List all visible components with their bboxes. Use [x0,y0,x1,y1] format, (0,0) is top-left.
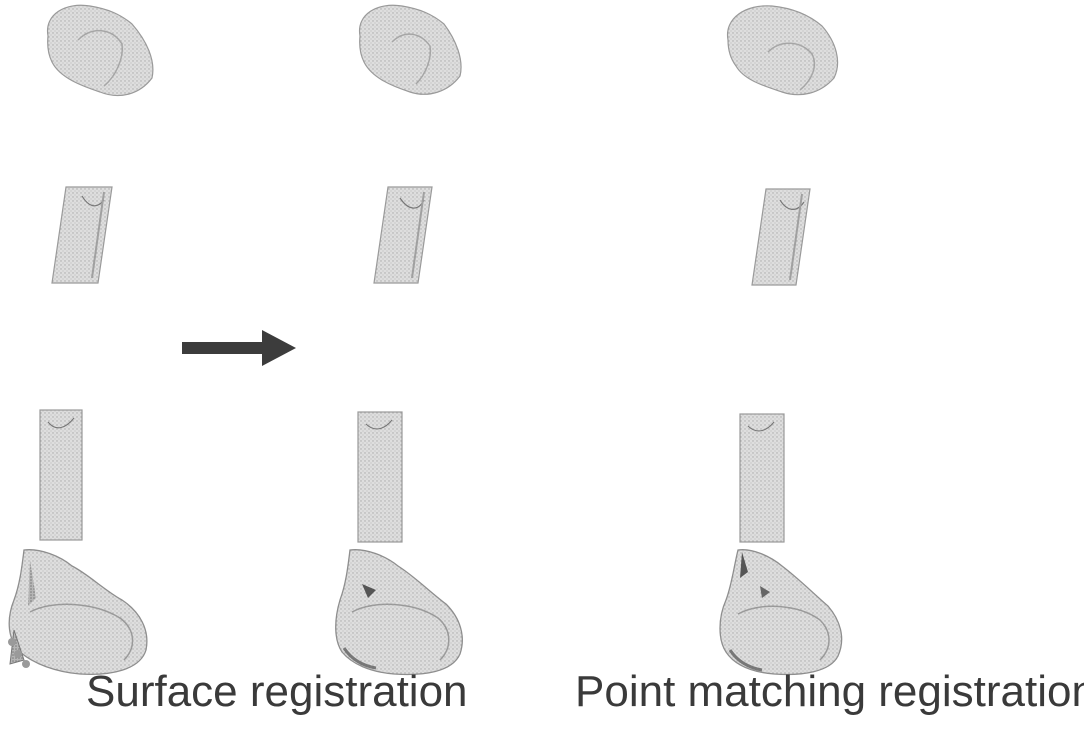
distal-condyle-fragment [336,550,463,675]
bone-model-point-matching-registration [720,6,842,675]
bone-model-surface-registration [336,5,463,674]
distal-condyle-fragment [720,550,842,675]
proximal-shaft-fragment [752,189,810,285]
point-matching-registration-caption: Point matching registration [575,670,1084,714]
distal-condyle-fragment [8,550,147,675]
femoral-head-fragment [360,5,462,94]
transform-arrow [182,330,296,366]
proximal-shaft-fragment [374,187,432,283]
femoral-head-fragment [728,6,838,95]
femoral-head-fragment [48,5,153,95]
surface-registration-caption: Surface registration [86,670,468,714]
bone-model-initial [8,5,153,674]
proximal-shaft-fragment [52,187,112,283]
distal-shaft [740,414,784,542]
distal-shaft [40,410,82,540]
distal-shaft [358,412,402,542]
